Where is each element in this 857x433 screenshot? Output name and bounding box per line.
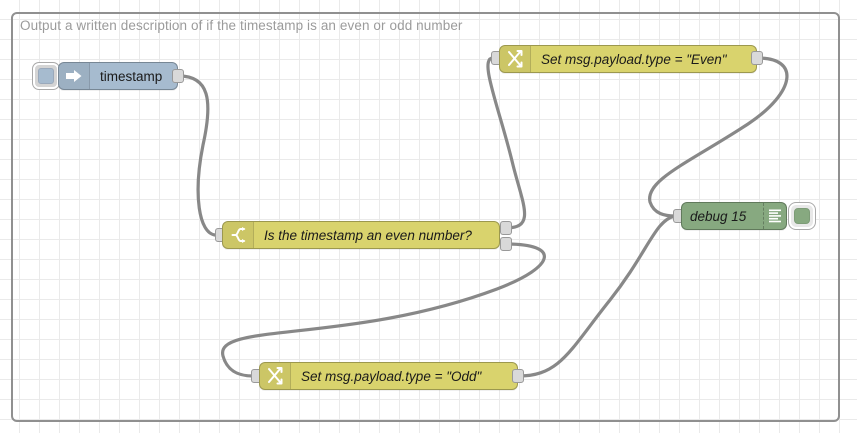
inject-trigger-button[interactable] <box>33 63 59 89</box>
arrow-right-icon <box>59 63 90 89</box>
port-output-switch-2[interactable] <box>500 237 512 251</box>
wire-switch-out2-to-odd[interactable] <box>221 242 546 378</box>
node-change-odd-label: Set msg.payload.type = "Odd" <box>301 368 482 384</box>
wire-switch-out1-to-even[interactable] <box>486 56 527 230</box>
switch-branch-icon <box>223 222 254 248</box>
port-output-change-even[interactable] <box>751 51 763 65</box>
change-swap-icon <box>500 46 531 72</box>
wire-even-to-debug[interactable] <box>648 56 789 218</box>
node-change-even-label: Set msg.payload.type = "Even" <box>541 51 727 67</box>
node-change-even[interactable]: Set msg.payload.type = "Even" <box>499 45 757 73</box>
node-debug-15[interactable]: debug 15 <box>681 202 787 230</box>
inject-button-inner <box>38 68 54 84</box>
debug-toggle-inner <box>794 208 810 224</box>
node-inject-label: timestamp <box>100 68 163 84</box>
port-output-change-odd[interactable] <box>512 369 524 383</box>
change-swap-icon <box>260 363 291 389</box>
debug-enable-toggle[interactable] <box>789 203 815 229</box>
debug-lines-icon <box>763 203 786 229</box>
node-switch-label: Is the timestamp an even number? <box>264 227 472 243</box>
wire-odd-to-debug[interactable] <box>517 214 677 378</box>
node-switch-even[interactable]: Is the timestamp an even number? <box>222 221 500 249</box>
wire-inject-to-switch[interactable] <box>177 74 217 237</box>
node-debug-label: debug 15 <box>690 208 747 224</box>
port-output-switch-1[interactable] <box>500 221 512 235</box>
port-output-inject[interactable] <box>172 69 184 83</box>
node-change-odd[interactable]: Set msg.payload.type = "Odd" <box>259 362 518 390</box>
node-inject-timestamp[interactable]: timestamp <box>58 62 178 90</box>
node-group-label: Output a written description of if the t… <box>20 18 463 33</box>
